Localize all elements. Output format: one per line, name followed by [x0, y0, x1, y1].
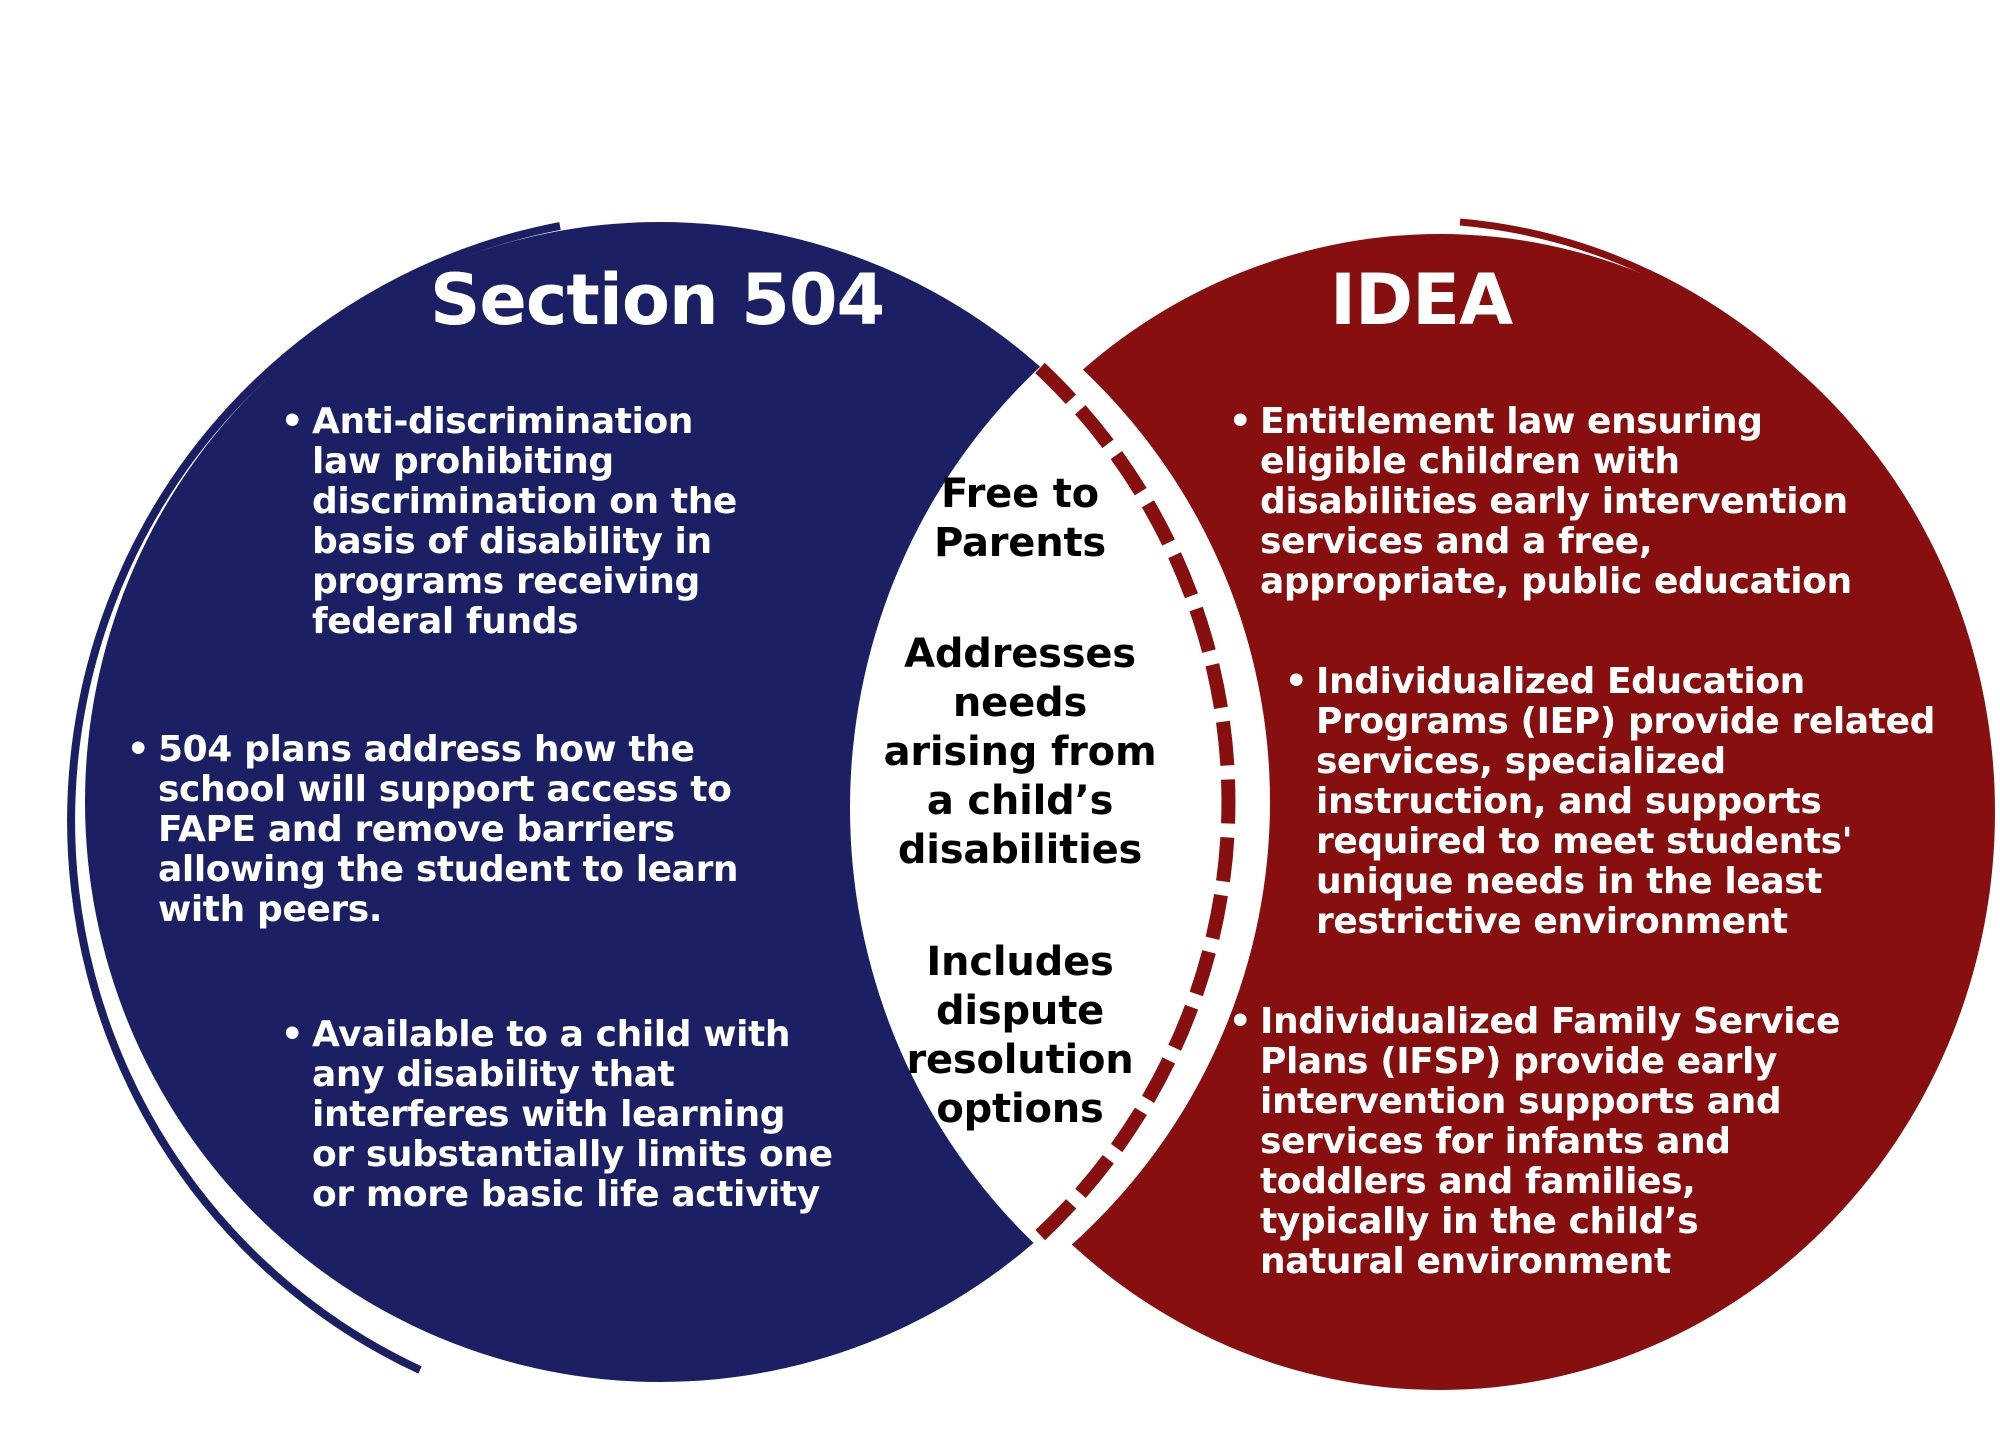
overlap-item-free-to-parents: Free to Parents — [933, 471, 1107, 566]
bullet-icon: • — [126, 729, 150, 770]
idea-title: IDEA — [1330, 259, 1513, 341]
overlap-item-addresses-needs: Addresses needs arising from a child’s d… — [883, 631, 1157, 873]
section504-circle — [85, 222, 1235, 1382]
bullet-text: Individualized Education Programs (IEP) … — [1316, 661, 1935, 942]
idea-bullet-2: • Individualized Education Programs (IEP… — [1285, 661, 1996, 942]
section504-bullet-2: • 504 plans address how the school will … — [127, 729, 818, 930]
section504-outer-ring — [67, 222, 561, 1374]
bullet-text: Anti-discrimination law prohibiting disc… — [312, 401, 737, 642]
idea-bullet-3: • Individualized Family Service Plans (I… — [1229, 1001, 1900, 1282]
bullet-text: 504 plans address how the school will su… — [158, 729, 739, 930]
bullet-text: Individualized Family Service Plans (IFS… — [1260, 1001, 1841, 1282]
overlap-item-dispute-resolution: Includes dispute resolution options — [906, 939, 1134, 1132]
section504-bullet-1: • Anti-discrimination law prohibiting di… — [281, 401, 832, 642]
section504-bullet-3: • Available to a child with any disabili… — [281, 1014, 872, 1215]
section504-title: Section 504 — [430, 259, 885, 341]
bullet-icon: • — [1228, 1001, 1252, 1042]
bullet-icon: • — [1284, 661, 1308, 702]
idea-bullet-1: • Entitlement law ensuring eligible chil… — [1229, 401, 1920, 602]
bullet-icon: • — [280, 1014, 304, 1055]
overlap-dashed-border — [1030, 362, 1236, 1246]
bullet-icon: • — [280, 401, 304, 442]
bullet-text: Entitlement law ensuring eligible childr… — [1260, 401, 1852, 602]
bullet-icon: • — [1228, 401, 1252, 442]
bullet-text: Available to a child with any disability… — [312, 1014, 833, 1215]
